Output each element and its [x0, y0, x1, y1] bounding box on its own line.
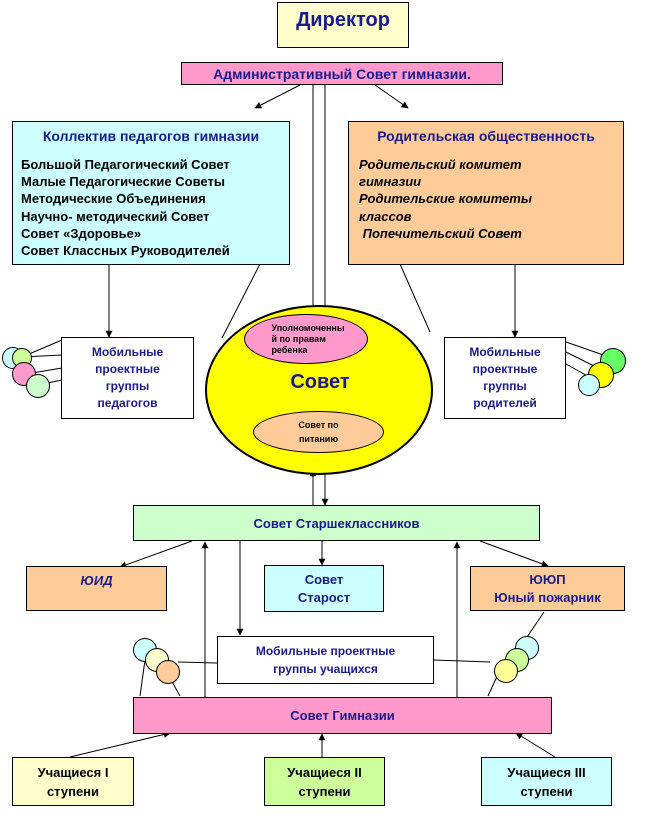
gymnasium-council-box: Совет Гимназии — [133, 697, 552, 734]
mobile-students-box: Мобильные проектные группы учащихся — [217, 636, 434, 684]
admin-council-box: Административный Совет гимназии. — [181, 62, 503, 85]
mobile-parents-label: Мобильные проектные группы родителей — [469, 345, 541, 410]
admin-council-label: Административный Совет гимназии. — [213, 65, 471, 82]
circle-icon — [156, 660, 180, 684]
director-box: Директор — [277, 2, 409, 48]
gymnasium-council-label: Совет Гимназии — [290, 708, 395, 723]
teachers-item: Научно- методический Совет — [21, 208, 210, 224]
parents-item: Попечительский Совет — [359, 225, 522, 241]
elders-council-label: Совет Старост — [297, 571, 351, 605]
nutrition-ellipse: Совет по питанию — [253, 411, 384, 453]
parents-title: Родительская общественность — [377, 128, 595, 144]
parents-list: Родительский комитет гимназии Родительск… — [359, 156, 532, 242]
students-level-3-label: Учащиеся III ступени — [507, 764, 586, 799]
seniors-council-box: Совет Старшеклассников — [133, 505, 540, 541]
ombudsman-label: Уполномоченны й по правам ребенка — [271, 322, 345, 355]
parents-item: гимназии — [359, 174, 422, 190]
students-level-1-box: Учащиеся I ступени — [12, 757, 134, 806]
parents-item: классов — [359, 208, 412, 224]
yuid-box: ЮИД — [26, 566, 167, 611]
yup-box: ЮЮП Юный пожарник — [470, 566, 625, 611]
circle-icon — [26, 374, 50, 398]
students-level-3-box: Учащиеся III ступени — [481, 757, 612, 806]
students-level-1-label: Учащиеся I ступени — [37, 764, 109, 799]
yuid-label: ЮИД — [80, 573, 113, 588]
elders-council-box: Совет Старост — [264, 565, 384, 612]
teachers-item: Малые Педагогические Советы — [21, 174, 225, 190]
teachers-box: Коллектив педагогов гимназии Большой Пед… — [12, 121, 290, 265]
parents-item: Родительский комитет — [359, 157, 522, 172]
teachers-item: Большой Педагогический Совет — [21, 157, 230, 172]
teachers-title: Коллектив педагогов гимназии — [42, 128, 260, 144]
parents-item: Родительские комитеты — [359, 191, 532, 207]
mobile-parents-box: Мобильные проектные группы родителей — [444, 337, 566, 419]
ombudsman-ellipse: Уполномоченны й по правам ребенка — [244, 314, 368, 364]
yup-label: ЮЮП Юный пожарник — [494, 571, 601, 605]
students-level-2-label: Учащиеся II ступени — [287, 764, 362, 799]
circle-icon — [494, 659, 518, 683]
teachers-item: Совет «Здоровье» — [21, 225, 142, 241]
mobile-teachers-box: Мобильные проектные группы педагогов — [61, 337, 194, 419]
circle-icon — [578, 374, 600, 396]
seniors-council-label: Совет Старшеклассников — [253, 515, 420, 531]
students-level-2-box: Учащиеся II ступени — [264, 757, 385, 806]
teachers-item: Совет Классных Руководителей — [21, 243, 230, 259]
nutrition-label: Совет по питанию — [298, 420, 339, 444]
council-title: Совет — [290, 371, 350, 393]
director-label: Директор — [296, 9, 390, 31]
mobile-students-label: Мобильные проектные группы учащихся — [255, 644, 396, 676]
mobile-teachers-label: Мобильные проектные группы педагогов — [91, 345, 164, 410]
teachers-item: Методические Объединения — [21, 191, 206, 207]
parents-box: Родительская общественность Родительский… — [348, 121, 624, 265]
teachers-list: Большой Педагогический Совет Малые Педаг… — [21, 156, 230, 259]
